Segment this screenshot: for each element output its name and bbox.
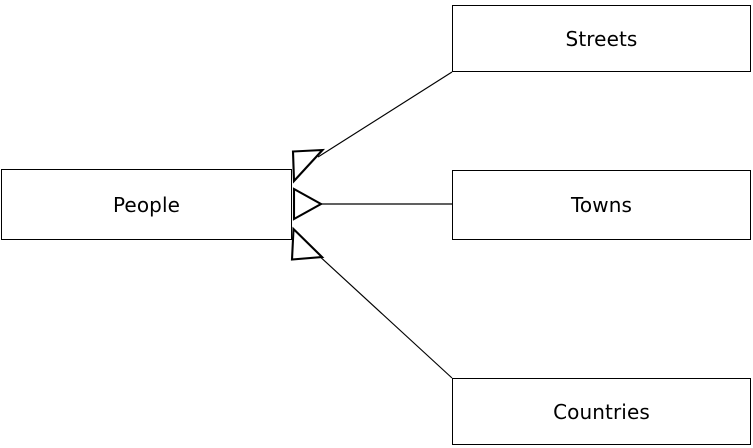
- entity-label-people: People: [112, 192, 181, 217]
- entity-label-streets: Streets: [565, 26, 638, 51]
- entity-label-towns: Towns: [570, 193, 632, 217]
- connector-line-streets: [317, 71, 453, 158]
- connector-people-streets[interactable]: [291, 71, 453, 184]
- connector-people-towns[interactable]: [292, 187, 452, 221]
- entity-label-countries: Countries: [553, 399, 650, 424]
- hollow-triangle-arrowhead-countries: [290, 226, 325, 261]
- entity-box-people[interactable]: People: [1, 169, 292, 240]
- entity-box-countries[interactable]: Countries: [452, 378, 751, 445]
- entity-box-towns[interactable]: Towns: [452, 170, 751, 240]
- connector-people-countries[interactable]: [290, 226, 453, 379]
- hollow-triangle-arrowhead-streets: [291, 148, 326, 184]
- entity-box-streets[interactable]: Streets: [452, 5, 751, 72]
- connector-line-countries: [315, 252, 453, 379]
- hollow-triangle-arrowhead-towns: [292, 187, 324, 221]
